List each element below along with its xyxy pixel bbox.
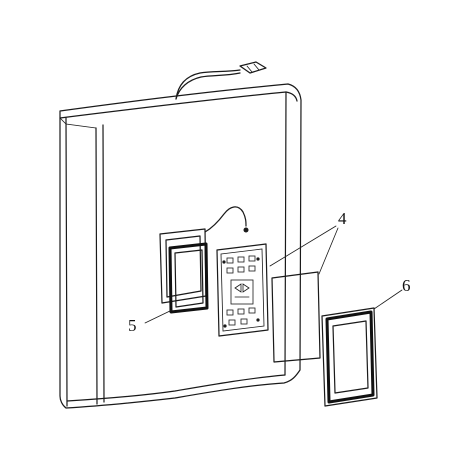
control-wire <box>204 206 249 233</box>
control-board <box>216 243 269 337</box>
callout-label-5: 5 <box>128 316 137 335</box>
top-cable <box>175 61 267 100</box>
display-bezel-6 <box>321 307 378 407</box>
callout-label-6: 6 <box>402 276 411 295</box>
gasket-frame-5 <box>168 242 209 314</box>
callout-label-4: 4 <box>338 209 347 228</box>
door-recess <box>159 228 207 304</box>
door-panel <box>59 83 302 409</box>
insulation-sheet-4 <box>271 271 321 363</box>
leader-lines <box>144 225 403 324</box>
